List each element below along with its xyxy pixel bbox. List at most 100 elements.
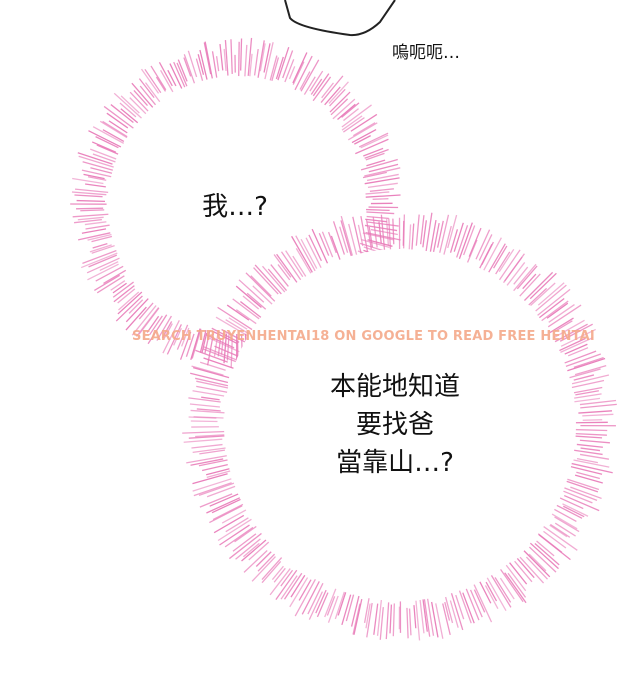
burst-line — [92, 242, 108, 249]
burst-line — [493, 245, 508, 269]
burst-line — [570, 465, 603, 475]
burst-line — [473, 589, 486, 613]
burst-line — [372, 216, 378, 248]
burst-line — [193, 416, 224, 419]
burst-line — [542, 525, 578, 551]
burst-line — [292, 55, 313, 94]
burst-line — [453, 222, 464, 252]
burst-line — [309, 70, 324, 92]
burst-line — [85, 224, 112, 230]
burst-line — [519, 556, 545, 584]
burst-line — [103, 105, 137, 131]
burst-line — [263, 42, 274, 84]
burst-line — [173, 327, 182, 346]
burst-line — [125, 306, 147, 331]
burst-line — [95, 136, 119, 149]
burst-line — [155, 76, 167, 92]
burst-line — [110, 280, 126, 291]
burst-line — [198, 458, 230, 467]
burst-line — [72, 177, 104, 185]
burst-line — [74, 194, 103, 198]
burst-line — [352, 122, 376, 137]
burst-line — [108, 120, 128, 134]
burst-line — [235, 538, 261, 560]
burst-line — [426, 597, 435, 636]
burst-line — [276, 253, 299, 284]
burst-line — [564, 343, 588, 355]
burst-line — [360, 134, 389, 149]
burst-line — [548, 304, 575, 323]
burst-line — [133, 90, 148, 106]
burst-line — [125, 297, 150, 323]
burst-line — [324, 586, 338, 618]
burst-line — [341, 102, 360, 118]
bubble2-text: 本能地知道 要找爸 當靠山…? — [290, 368, 500, 482]
burst-line — [224, 526, 254, 548]
burst-line — [468, 227, 482, 257]
burst-line — [329, 88, 346, 107]
burst-line — [273, 567, 286, 583]
burst-line — [74, 188, 109, 194]
burst-line — [180, 327, 190, 347]
burst-line — [144, 82, 163, 105]
burst-line — [195, 58, 204, 82]
burst-line — [221, 328, 247, 344]
burst-line — [290, 574, 306, 598]
burst-line — [488, 243, 506, 273]
burst-line — [528, 546, 557, 573]
burst-line — [436, 220, 444, 248]
burst-line — [80, 251, 120, 269]
burst-line — [230, 39, 233, 74]
burst-line — [156, 314, 173, 341]
bubble1-text: 我…? — [202, 192, 268, 222]
burst-line — [275, 56, 284, 80]
burst-line — [192, 478, 232, 492]
burst-line — [357, 224, 364, 247]
burst-line — [366, 211, 395, 215]
burst-line — [573, 374, 595, 381]
burst-line — [318, 233, 330, 256]
burst-line — [285, 250, 304, 278]
watermark: SEARCH TRUYENHENTAI18 ON GOOGLE TO READ … — [132, 329, 595, 344]
burst-line — [574, 393, 602, 399]
burst-line — [580, 447, 601, 452]
burst-line — [315, 589, 327, 614]
burst-line — [363, 147, 384, 157]
burst-line — [364, 167, 401, 177]
burst-line — [450, 590, 464, 631]
burst-line — [192, 446, 229, 453]
burst-line — [87, 233, 112, 241]
burst-line — [263, 43, 271, 73]
burst-line — [363, 594, 371, 624]
burst-line — [215, 56, 220, 72]
burst-line — [289, 577, 309, 608]
burst-line — [195, 434, 226, 438]
burst-line — [517, 273, 541, 299]
burst-line — [268, 55, 278, 84]
burst-line — [458, 222, 473, 260]
burst-line — [507, 572, 527, 598]
burst-line — [357, 158, 398, 172]
burst-line — [219, 44, 224, 71]
burst-line — [534, 288, 571, 318]
burst-line — [340, 115, 363, 132]
burst-line — [77, 152, 113, 165]
burst-line — [99, 261, 119, 272]
burst-line — [334, 589, 346, 620]
burst-line — [138, 307, 160, 335]
burst-line — [354, 135, 371, 145]
burst-line — [546, 302, 569, 319]
burst-line — [212, 503, 244, 521]
burst-line — [205, 468, 230, 476]
burst-line — [82, 249, 118, 265]
burst-line — [199, 449, 226, 455]
bubble-fill — [224, 249, 576, 601]
burst-line — [563, 490, 593, 504]
burst-line — [551, 513, 578, 530]
burst-line — [513, 266, 529, 285]
burst-line — [211, 51, 218, 80]
burst-line — [556, 504, 583, 519]
burst-line — [548, 317, 574, 334]
burst-line — [469, 589, 483, 618]
burst-line — [249, 53, 253, 77]
